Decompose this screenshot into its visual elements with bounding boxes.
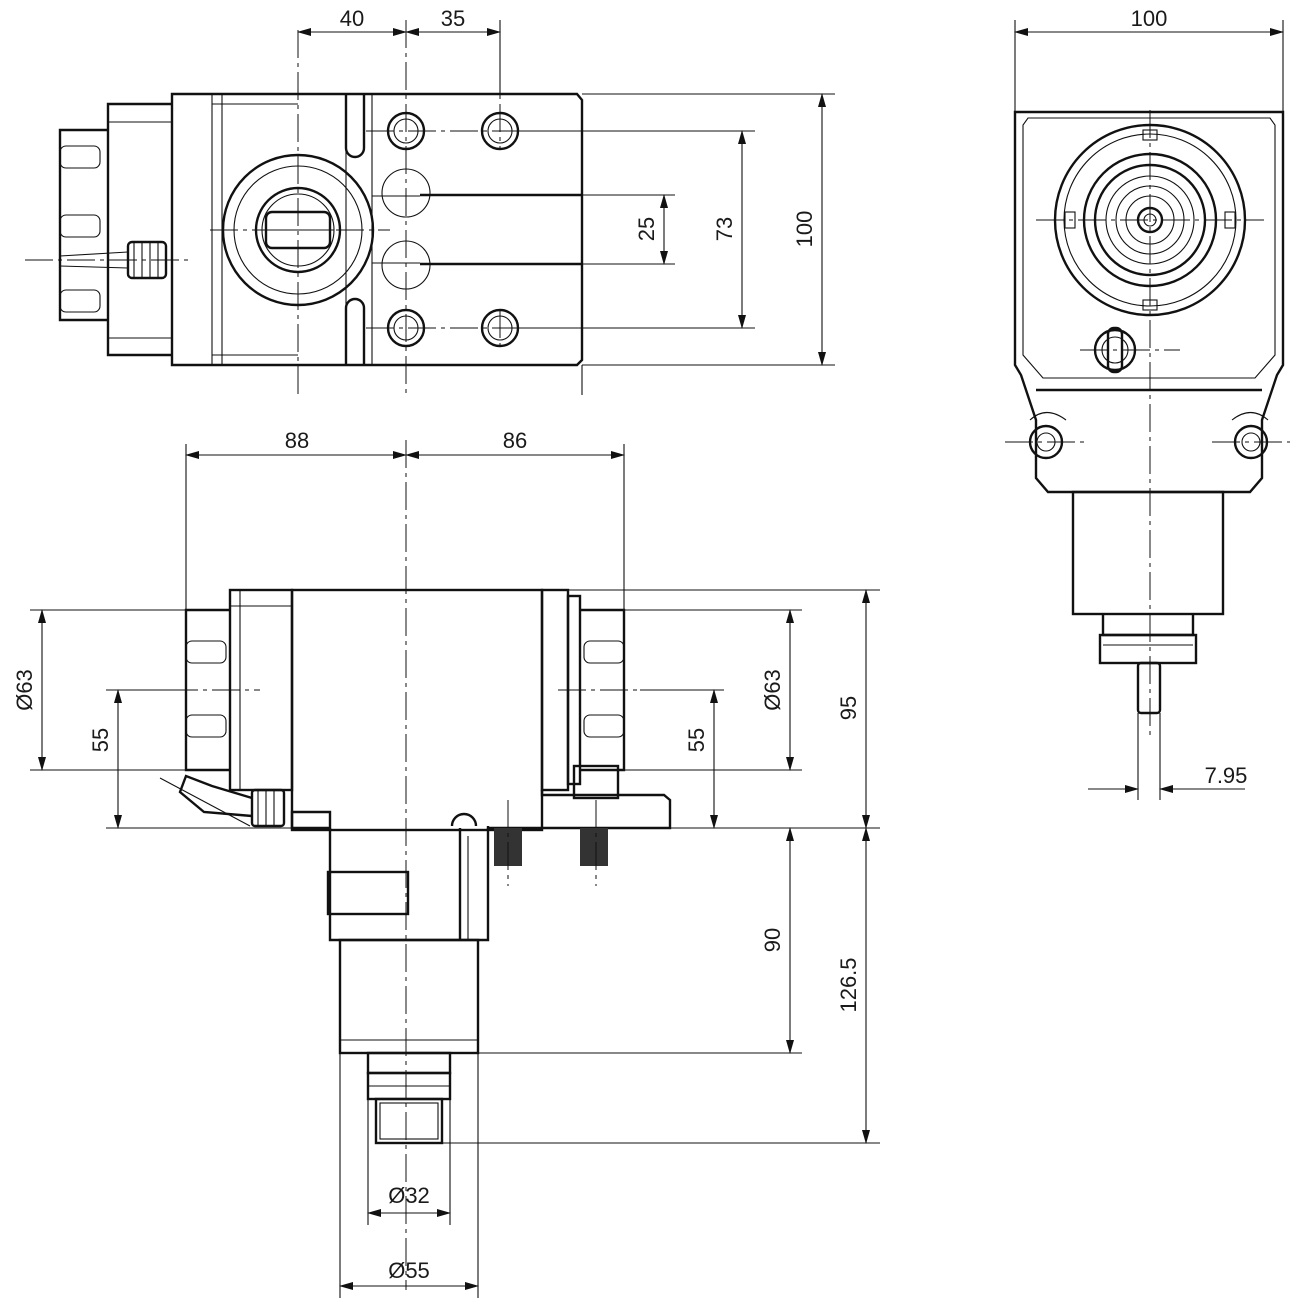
dim-front-right-axis-height: 55 [684, 728, 709, 752]
dim-front-right-diameter: Ø63 [760, 669, 785, 711]
front-view [159, 440, 672, 1290]
side-view [1005, 110, 1290, 740]
dim-front-left-width: 88 [285, 428, 309, 453]
front-view-dimensions [30, 444, 880, 1298]
dim-side-width: 100 [1131, 6, 1168, 31]
dim-top-gap: 25 [634, 217, 659, 241]
side-view-dimensions [1014, 20, 1284, 800]
dim-top-offset-a: 40 [340, 6, 364, 31]
dim-front-right-width: 86 [503, 428, 527, 453]
dim-front-collet-diameter: Ø32 [388, 1183, 430, 1208]
dim-front-left-axis-height: 55 [88, 728, 113, 752]
dim-front-shank-length: 90 [760, 928, 785, 952]
dim-top-height: 100 [792, 211, 817, 248]
dim-front-left-diameter: Ø63 [12, 669, 37, 711]
dim-front-overall-length: 126.5 [836, 957, 861, 1012]
dim-top-offset-b: 35 [441, 6, 465, 31]
dim-front-body-height: 95 [836, 696, 861, 720]
top-view [25, 20, 584, 395]
dim-top-hole-pitch: 73 [712, 217, 737, 241]
top-view-dimensions [297, 20, 835, 395]
dim-side-key-width: 7.95 [1205, 763, 1248, 788]
dim-front-shank-diameter: Ø55 [388, 1258, 430, 1283]
